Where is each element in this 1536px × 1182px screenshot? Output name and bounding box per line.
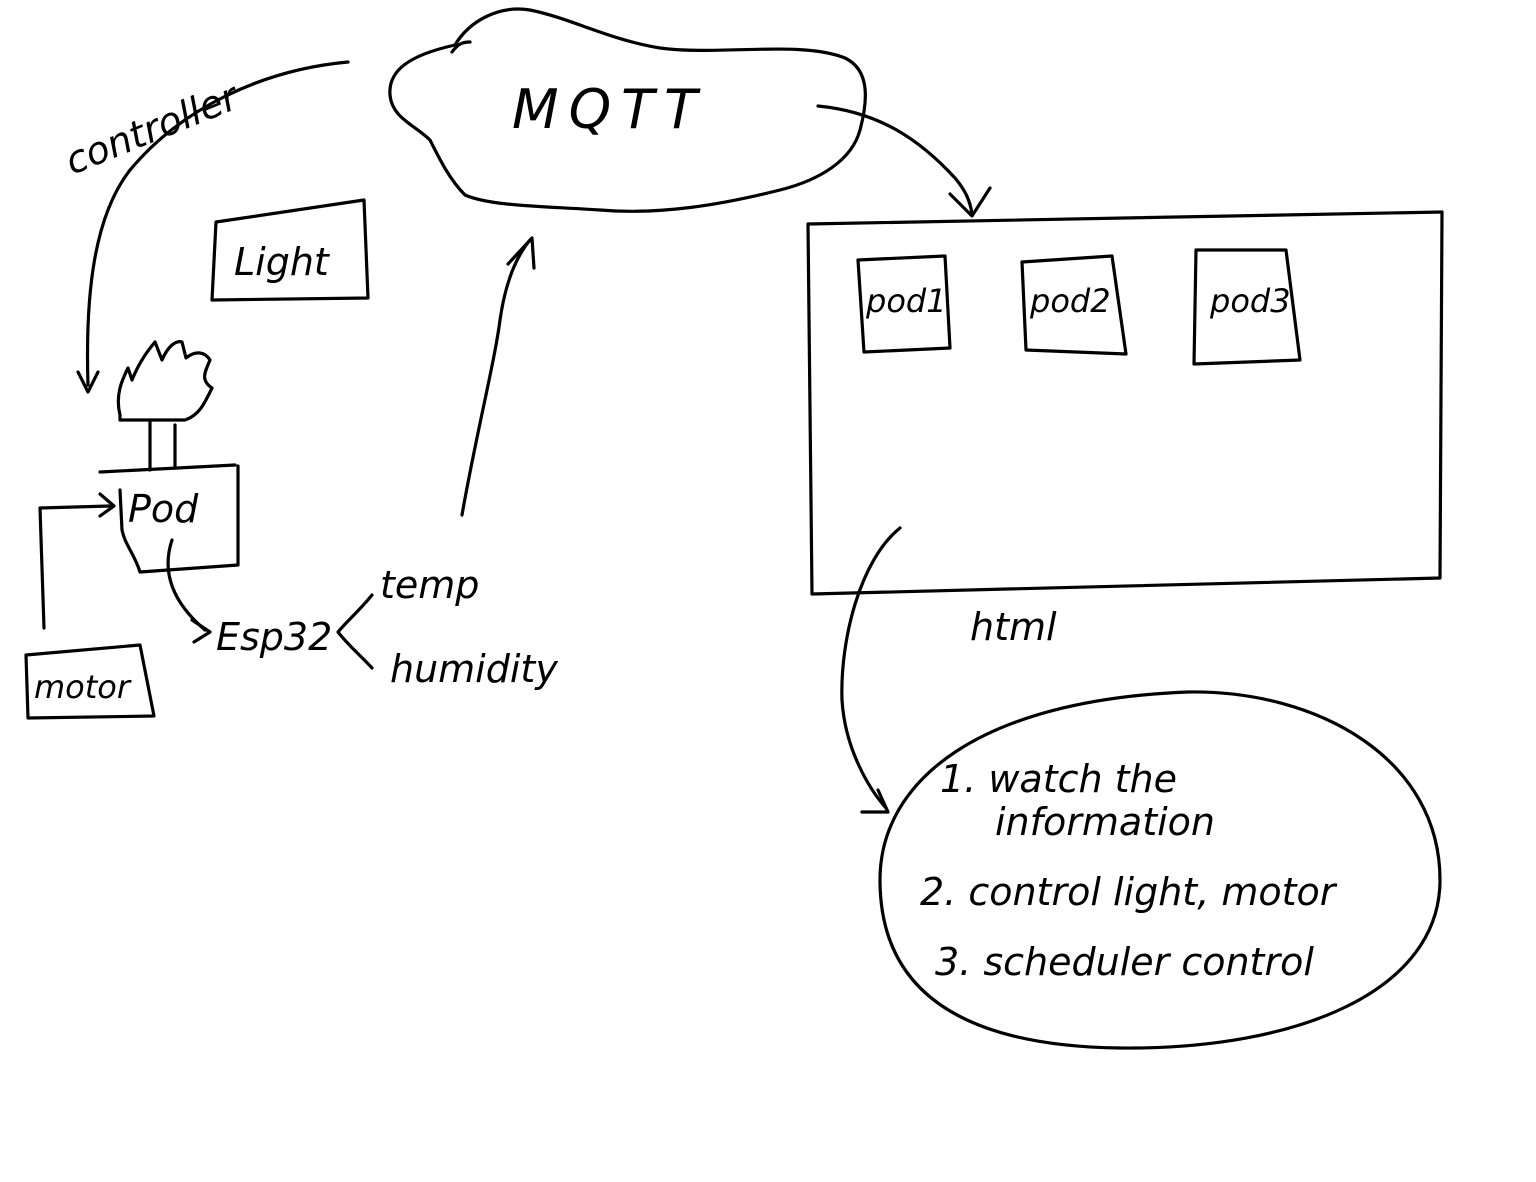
pod-to-esp-arrow — [166, 538, 207, 632]
pod-to-esp-arrowhead — [190, 618, 212, 644]
mqtt-to-html-arrow — [816, 104, 974, 216]
dashboard-pod-card: pod2 — [1020, 254, 1128, 356]
svg-text:pod3: pod3 — [1209, 282, 1291, 320]
sensor-to-mqtt-arrow — [460, 238, 532, 517]
esp32-label: Esp32 — [216, 615, 332, 659]
light-label: Light — [234, 240, 331, 284]
feature-item: 3. scheduler control — [935, 940, 1314, 984]
html-label: html — [970, 605, 1057, 649]
html-to-features-arrow — [840, 526, 902, 810]
feature-item: information — [995, 800, 1215, 844]
temp-label: temp — [380, 563, 479, 607]
mqtt-cloud — [388, 7, 867, 213]
humidity-label: humidity — [390, 647, 558, 691]
motor-wire-arrowhead — [98, 492, 116, 518]
dashboard-pod-card: pod1 — [856, 254, 952, 354]
html-dashboard — [806, 210, 1444, 596]
plant-icon — [116, 340, 214, 422]
dashboard-pod-card: pod3 — [1192, 248, 1302, 366]
svg-text:pod2: pod2 — [1029, 282, 1111, 320]
light-box — [210, 198, 370, 302]
feature-item: 1. watch the — [940, 757, 1177, 801]
pod-pot — [98, 463, 240, 574]
svg-text:pod1: pod1 — [865, 282, 947, 320]
feature-item: 2. control light, motor — [920, 870, 1338, 914]
mqtt-label: MQTT — [512, 78, 707, 141]
html-to-features-arrowhead — [860, 788, 890, 814]
controller-label: controller — [59, 73, 247, 183]
motor-wire — [38, 504, 112, 630]
controller-arrow — [85, 60, 350, 387]
motor-box — [24, 643, 156, 720]
features-ellipse — [878, 690, 1442, 1050]
mqtt-cloud-tail — [450, 40, 472, 54]
pod-label: Pod — [128, 487, 199, 531]
sensor-to-mqtt-arrowhead — [506, 236, 536, 270]
sensor-brace — [336, 593, 374, 670]
mqtt-to-html-arrowhead — [948, 186, 992, 218]
motor-label: motor — [34, 668, 132, 706]
controller-arrowhead — [76, 370, 100, 394]
